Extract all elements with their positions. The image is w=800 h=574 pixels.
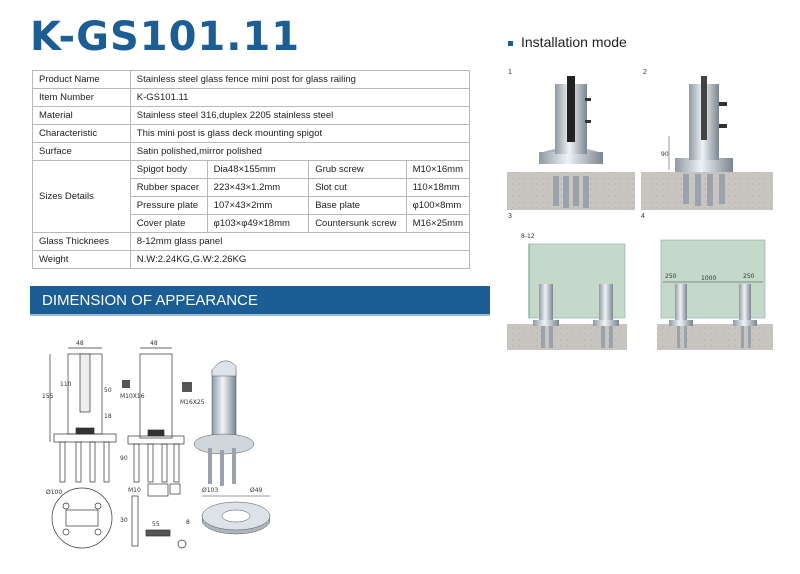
size-key: Spigot body: [129, 160, 208, 179]
table-row: Cover plate φ103×φ49×18mm Countersunk sc…: [33, 214, 471, 233]
dim-label: 50: [104, 387, 112, 394]
size-key: Base plate: [308, 196, 407, 215]
dim-label: 48: [76, 340, 84, 347]
table-row: Rubber spacer 223×43×1.2mm Slot cut 110×…: [33, 178, 471, 197]
size-value: 223×43×1.2mm: [206, 178, 310, 197]
spec-label: Surface: [32, 142, 131, 161]
dim-label: 110: [60, 381, 72, 388]
ground-slab: [507, 172, 635, 210]
dimension-drawings: 48 155 110 50 18 48 90 M10X16 M16X25 Ø10…: [42, 340, 271, 549]
front-view-drawing: [49, 347, 117, 483]
size-value: M10×16mm: [405, 160, 471, 179]
dim-label: 250: [665, 273, 677, 280]
size-value: Dia48×155mm: [206, 160, 310, 179]
dim-label: 155: [42, 393, 54, 400]
dimension-banner: DIMENSION OF APPEARANCE: [30, 286, 490, 314]
size-key: Cover plate: [129, 214, 208, 233]
spec-label: Characteristic: [32, 124, 131, 143]
dimension-heading: DIMENSION OF APPEARANCE: [42, 292, 258, 309]
spec-label: Glass Thicknees: [32, 232, 131, 251]
size-value: φ103×φ49×18mm: [206, 214, 310, 233]
dim-label: 90: [120, 455, 128, 462]
spigot-illustration: [539, 76, 603, 208]
dim-label: 90: [661, 151, 669, 158]
spigot-illustration: [669, 284, 757, 348]
spigot-3d-drawing: [193, 360, 255, 486]
size-key: Rubber spacer: [129, 178, 208, 197]
countersunk-screw-icon: [182, 382, 192, 392]
panel-number: 4: [641, 213, 645, 220]
size-value: 110×18mm: [405, 178, 471, 197]
ground-slab: [507, 324, 627, 350]
dim-label: M16X25: [180, 399, 205, 406]
spec-label: Material: [32, 106, 131, 125]
dim-label: M10: [128, 487, 141, 494]
panel-number: 3: [508, 213, 512, 220]
spec-value: Stainless steel glass fence mini post fo…: [129, 70, 471, 89]
spec-value: Stainless steel 316,duplex 2205 stainles…: [129, 106, 471, 125]
spec-label: Weight: [32, 250, 131, 269]
panel-number: 2: [643, 69, 647, 76]
product-title: K-GS101.11: [30, 14, 301, 60]
spec-value: N.W:2.24KG,G.W:2.26KG: [129, 250, 471, 269]
size-value: 107×43×2mm: [206, 196, 310, 215]
size-value: M16×25mm: [405, 214, 471, 233]
size-key: Grub screw: [308, 160, 407, 179]
dim-label: 250: [743, 273, 755, 280]
bullet-icon: [508, 40, 513, 46]
size-value: φ100×8mm: [405, 196, 471, 215]
dim-label: Ø103: [202, 487, 218, 494]
installation-illustrations: 1 2 90 3 8-12 4 250 1000 250: [507, 69, 773, 350]
sizes-label: Sizes Details: [32, 160, 131, 233]
screw-drawing: [131, 495, 139, 547]
table-row: Sizes Details Spigot body Dia48×155mm Gr…: [32, 160, 471, 233]
spigot-illustration: [533, 284, 619, 348]
dim-label: 55: [152, 521, 160, 528]
spigot-illustration: 90: [661, 76, 733, 206]
size-key: Slot cut: [308, 178, 407, 197]
dim-label: 48: [150, 340, 158, 347]
dim-label: Ø100: [46, 489, 62, 496]
spec-label: Product Name: [32, 70, 131, 89]
spec-value: 8-12mm glass panel: [129, 232, 471, 251]
dim-label: 18: [104, 413, 112, 420]
size-key: Countersunk screw: [308, 214, 407, 233]
ground-slab: [657, 324, 773, 350]
dim-label: 1000: [701, 275, 716, 282]
dim-label: 30: [120, 517, 128, 524]
spec-value: Satin polished,mirror polished: [129, 142, 471, 161]
divider: [30, 314, 490, 316]
installation-heading-text: Installation mode: [521, 34, 627, 50]
panel-number: 1: [508, 69, 512, 76]
dim-label: M10X16: [120, 393, 145, 400]
spec-label: Item Number: [32, 88, 131, 107]
dim-label: Ø49: [250, 487, 263, 494]
grub-screw-icon: [122, 380, 130, 388]
washer-drawing: [145, 483, 187, 549]
installation-heading: Installation mode: [508, 34, 627, 50]
cover-plate-drawing: [201, 495, 271, 535]
dim-label: 8-12: [521, 233, 535, 240]
side-view-drawing: [127, 347, 185, 483]
spec-value: This mini post is glass deck mounting sp…: [129, 124, 471, 143]
size-key: Pressure plate: [129, 196, 208, 215]
dim-label: 8: [186, 519, 190, 526]
base-plate-drawing: [51, 487, 113, 549]
spec-value: K-GS101.11: [129, 88, 471, 107]
